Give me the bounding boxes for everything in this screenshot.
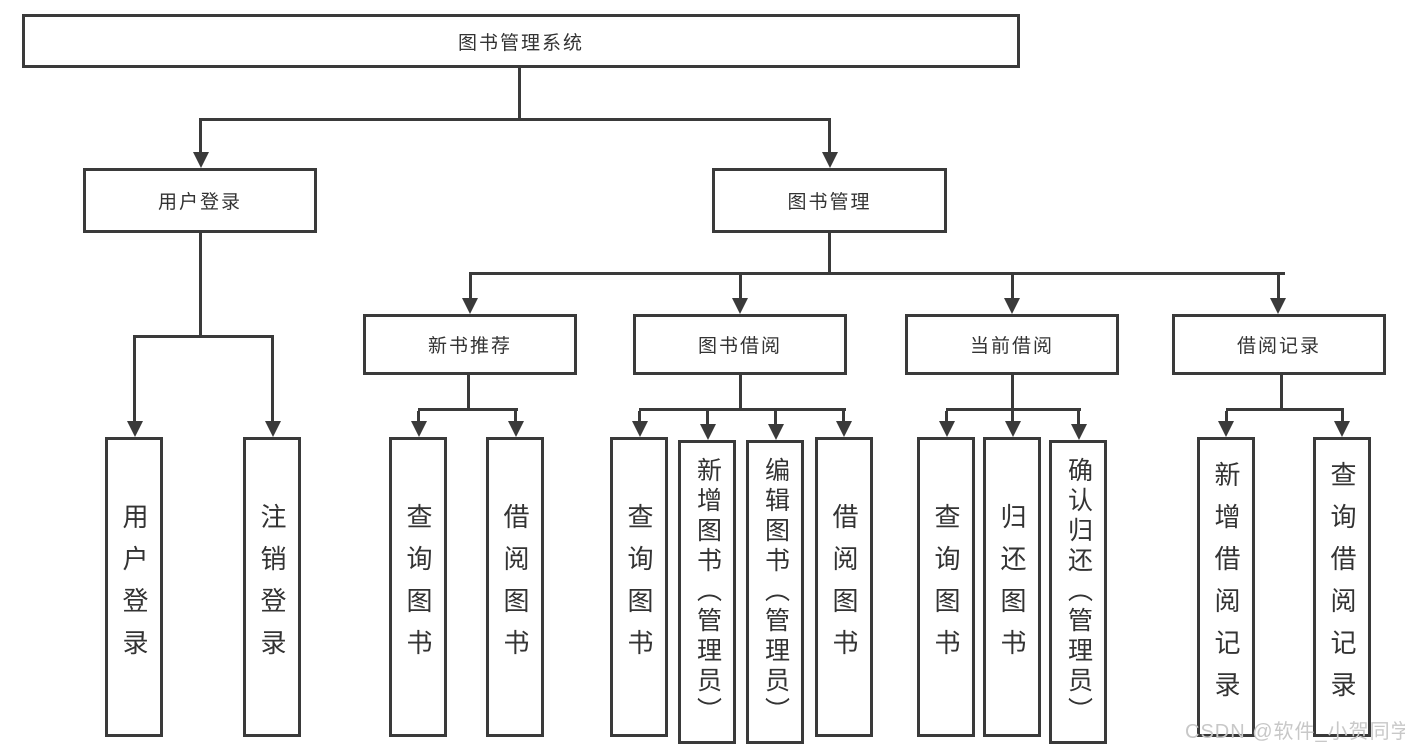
leaf-add-book-admin: 新增图书（管理员） bbox=[678, 440, 736, 744]
arrow-down bbox=[1218, 421, 1234, 437]
connector-vline bbox=[467, 375, 470, 411]
connector-vline bbox=[1225, 411, 1228, 421]
node-user-login: 用户登录 bbox=[83, 168, 317, 233]
connector-hline bbox=[469, 272, 1285, 275]
connector-hline bbox=[639, 408, 846, 411]
arrow-down bbox=[768, 424, 784, 440]
node-label: 图书管理系统 bbox=[457, 32, 584, 54]
connector-vline bbox=[518, 68, 521, 120]
connector-vline bbox=[417, 411, 420, 421]
leaf-logout: 注销登录 bbox=[243, 437, 301, 737]
node-label: 图书借阅 bbox=[697, 336, 782, 357]
leaf-label: 查询图书 bbox=[624, 503, 654, 671]
arrow-down bbox=[1071, 424, 1087, 440]
connector-hline bbox=[418, 408, 518, 411]
leaf-label: 注销登录 bbox=[257, 503, 287, 671]
node-label: 图书管理 bbox=[787, 192, 872, 213]
node-current-borrow: 当前借阅 bbox=[905, 314, 1119, 375]
connector-vline bbox=[828, 120, 831, 152]
connector-vline bbox=[706, 411, 709, 424]
connector-vline bbox=[739, 375, 742, 411]
leaf-label: 查询借阅记录 bbox=[1327, 461, 1357, 713]
watermark: CSDN @软件_小贺同学 bbox=[1185, 721, 1405, 743]
leaf-add-borrow-record: 新增借阅记录 bbox=[1197, 437, 1255, 737]
connector-vline bbox=[199, 233, 202, 338]
connector-hline bbox=[1226, 408, 1344, 411]
node-label: 新书推荐 bbox=[427, 336, 512, 357]
node-new-book-recommend: 新书推荐 bbox=[363, 314, 577, 375]
connector-vline bbox=[842, 411, 845, 421]
arrow-down bbox=[462, 298, 478, 314]
node-book-management: 图书管理 bbox=[712, 168, 947, 233]
leaf-query-books-recommend: 查询图书 bbox=[389, 437, 447, 737]
arrow-down bbox=[1005, 421, 1021, 437]
connector-vline bbox=[1341, 411, 1344, 421]
leaf-label: 借阅图书 bbox=[829, 503, 859, 671]
node-book-borrow: 图书借阅 bbox=[633, 314, 847, 375]
arrow-down bbox=[700, 424, 716, 440]
connector-vline bbox=[514, 411, 517, 421]
leaf-borrow-books: 借阅图书 bbox=[815, 437, 873, 737]
node-label: 用户登录 bbox=[157, 192, 242, 213]
arrow-down bbox=[508, 421, 524, 437]
connector-vline bbox=[199, 120, 202, 152]
connector-vline bbox=[271, 338, 274, 421]
connector-vline bbox=[1011, 411, 1014, 421]
connector-vline bbox=[469, 275, 472, 298]
node-borrow-records: 借阅记录 bbox=[1172, 314, 1386, 375]
node-label: 当前借阅 bbox=[969, 336, 1054, 357]
leaf-query-books-borrow: 查询图书 bbox=[610, 437, 668, 737]
leaf-user-login: 用户登录 bbox=[105, 437, 163, 737]
leaf-label: 查询图书 bbox=[931, 503, 961, 671]
arrow-down bbox=[265, 421, 281, 437]
node-label: 借阅记录 bbox=[1236, 336, 1321, 357]
connector-vline bbox=[1280, 375, 1283, 411]
leaf-label: 借阅图书 bbox=[500, 503, 530, 671]
arrow-down bbox=[632, 421, 648, 437]
leaf-label: 新增图书（管理员） bbox=[693, 457, 722, 727]
arrow-down bbox=[127, 421, 143, 437]
connector-vline bbox=[638, 411, 641, 421]
connector-vline bbox=[945, 411, 948, 421]
leaf-label: 新增借阅记录 bbox=[1211, 461, 1241, 713]
connector-vline bbox=[774, 411, 777, 424]
connector-vline bbox=[1277, 275, 1280, 298]
leaf-label: 编辑图书（管理员） bbox=[761, 457, 790, 727]
connector-vline bbox=[739, 275, 742, 298]
arrow-down bbox=[822, 152, 838, 168]
leaf-confirm-return-admin: 确认归还（管理员） bbox=[1049, 440, 1107, 744]
connector-hline bbox=[133, 335, 274, 338]
leaf-label: 确认归还（管理员） bbox=[1064, 457, 1093, 727]
connector-vline bbox=[1011, 275, 1014, 298]
arrow-down bbox=[1004, 298, 1020, 314]
leaf-label: 查询图书 bbox=[403, 503, 433, 671]
connector-hline bbox=[946, 408, 1081, 411]
arrow-down bbox=[1334, 421, 1350, 437]
arrow-down bbox=[836, 421, 852, 437]
leaf-borrow-books-recommend: 借阅图书 bbox=[486, 437, 544, 737]
arrow-down bbox=[732, 298, 748, 314]
leaf-label: 归还图书 bbox=[997, 503, 1027, 671]
arrow-down bbox=[193, 152, 209, 168]
arrow-down bbox=[939, 421, 955, 437]
connector-hline bbox=[199, 118, 831, 121]
connector-vline bbox=[133, 338, 136, 421]
arrow-down bbox=[411, 421, 427, 437]
leaf-query-books-current: 查询图书 bbox=[917, 437, 975, 737]
node-library-management-system: 图书管理系统 bbox=[22, 14, 1020, 68]
leaf-label: 用户登录 bbox=[119, 503, 149, 671]
connector-vline bbox=[828, 233, 831, 275]
connector-vline bbox=[1077, 411, 1080, 424]
leaf-return-books: 归还图书 bbox=[983, 437, 1041, 737]
leaf-query-borrow-record: 查询借阅记录 bbox=[1313, 437, 1371, 737]
leaf-edit-book-admin: 编辑图书（管理员） bbox=[746, 440, 804, 744]
arrow-down bbox=[1270, 298, 1286, 314]
connector-vline bbox=[1011, 375, 1014, 411]
